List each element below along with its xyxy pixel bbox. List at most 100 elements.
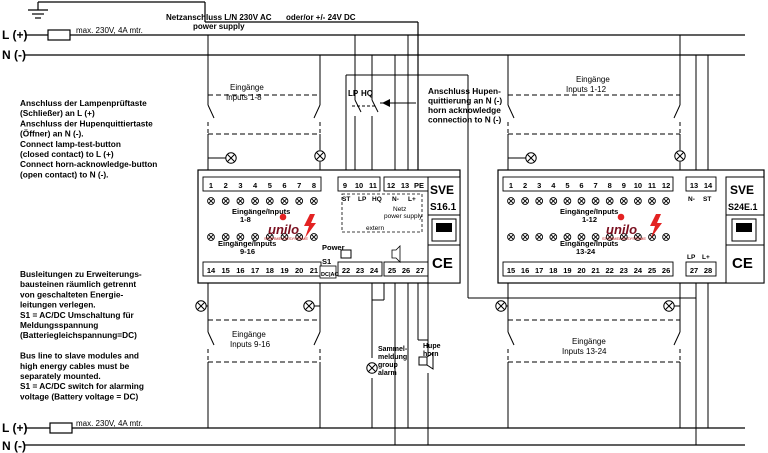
terminal-screw-icon	[507, 233, 515, 241]
note-line: (Öffner) an N (-).	[20, 129, 84, 139]
terminal-screw-icon	[521, 233, 529, 241]
field-label-range: Inputs 9-16	[230, 340, 271, 349]
terminal-screw-icon	[662, 233, 670, 241]
terminal-label: 19	[280, 266, 288, 275]
terminal-screw-icon	[549, 233, 558, 241]
terminal-screw-icon	[662, 197, 670, 205]
note-line: (open contact) to N (-).	[20, 169, 109, 179]
terminal-label: 21	[591, 266, 599, 275]
terminal-screw-icon	[648, 233, 656, 241]
power-supply-label: power supply	[384, 213, 423, 220]
terminal-label: 13	[401, 181, 409, 190]
terminal-label: 12	[662, 181, 670, 190]
note-line: Connect horn-acknowledge-button	[20, 159, 157, 169]
terminal-label: 16	[236, 266, 244, 275]
terminal-label: 18	[549, 266, 557, 275]
note-line: high energy cables must be	[20, 361, 130, 371]
terminal-label: 1	[209, 181, 213, 190]
terminal-label: 23	[356, 266, 364, 275]
terminal-label: 24	[370, 266, 379, 275]
note-line: leitungen verlegen.	[20, 300, 96, 310]
note-line: bausteinen räumlich getrennt	[20, 279, 136, 289]
lamp-icon	[195, 300, 207, 312]
note-line: S1 = AC/DC switch for alarming	[20, 381, 144, 391]
terminal-label: 23	[620, 266, 628, 275]
inputs-top-range: 1-12	[582, 215, 597, 224]
terminal-screw-icon	[295, 197, 304, 205]
ce-mark: CE	[432, 255, 453, 272]
terminal-label: 24	[634, 266, 643, 275]
inputs-bottom-label: Eingänge/Inputs	[560, 239, 618, 248]
terminal-label: 12	[387, 181, 395, 190]
terminal-label: 1	[509, 181, 513, 190]
field-right-top	[507, 35, 709, 177]
terminal-screw-icon	[207, 197, 215, 205]
lamp-icon	[314, 150, 326, 162]
field-label-range: Inputs 1-8	[226, 93, 262, 102]
alarm-lamp-line: Sammel-	[378, 346, 408, 353]
terminal-label: 11	[648, 181, 656, 190]
terminal-label: 15	[507, 266, 515, 275]
terminal-screw-icon	[236, 197, 245, 205]
terminal-label: 5	[268, 181, 272, 190]
hq-label: HQ	[361, 89, 373, 98]
model-label: S24E.1	[728, 202, 758, 212]
horn-icon	[418, 352, 434, 370]
note-line: von geschalteten Energie-	[20, 289, 124, 299]
terminal-screw-icon	[605, 197, 614, 205]
certificate-icon	[736, 223, 752, 232]
terminal-label: 4	[253, 181, 258, 190]
terminal-screw-icon	[648, 197, 656, 205]
terminal-label: 2	[523, 181, 527, 190]
note-line: (closed contact) to L (+)	[20, 149, 114, 159]
supply-or-label: oder/or +/- 24V DC	[286, 13, 356, 22]
model-label: S16.1	[430, 202, 457, 213]
logo-dot-icon	[617, 213, 625, 221]
terminal-screw-icon	[563, 197, 572, 205]
lp-terminal-label: LP	[687, 254, 696, 261]
terminal-label: 6	[282, 181, 286, 190]
note-line: Connect lamp-test-button	[20, 139, 121, 149]
lamp-icon	[225, 152, 237, 164]
supply-label: Netzanschluss L/N 230V AC	[166, 13, 272, 22]
field-left-top	[207, 35, 321, 177]
logo-sub: STÖRMELDESYSTEME	[602, 236, 646, 241]
rail-label-l-top: L (+)	[2, 28, 27, 42]
terminal-label: 7	[594, 181, 598, 190]
alarm-horn-line: horn	[423, 351, 439, 358]
lp-terminal-label: LP	[358, 196, 367, 203]
inputs-top-label: Eingänge/Inputs	[232, 207, 290, 216]
terminal-screw-icon	[619, 197, 628, 205]
field-label: Eingänge	[232, 330, 266, 339]
note-line: (Schließer) an L (+)	[20, 108, 95, 118]
ground-symbol	[28, 1, 419, 175]
terminal-label: 2	[224, 181, 228, 190]
note-line: Meldungsspannung	[20, 320, 98, 330]
lp-label: LP	[348, 89, 359, 98]
terminal-screw-icon	[280, 197, 289, 205]
certificate-icon	[436, 223, 452, 232]
fuse-label-bottom: max. 230V, 4A mtr.	[76, 419, 143, 428]
note-line: separately mounted.	[20, 371, 101, 381]
terminal-label: 27	[416, 266, 424, 275]
terminal-label: 8	[608, 181, 612, 190]
terminal-label: 22	[606, 266, 614, 275]
ce-mark: CE	[732, 255, 753, 272]
note-lamp-test: Anschluss der Lampenprüftaste(Schließer)…	[20, 98, 157, 179]
inputs-bottom-label: Eingänge/Inputs	[218, 239, 276, 248]
terminal-label: 4	[551, 181, 556, 190]
note-line: voltage (Battery voltage = DC)	[20, 391, 138, 401]
logo-sub: STÖRMELDESYSTEME	[264, 236, 308, 241]
terminal-label: 6	[579, 181, 583, 190]
st-label: ST	[342, 196, 350, 203]
inputs-top-range: 1-8	[240, 215, 251, 224]
terminal-label: 16	[521, 266, 529, 275]
lamp-icon	[495, 300, 507, 312]
terminal-screw-icon	[577, 197, 586, 205]
bus-wiring	[371, 75, 696, 445]
terminal-screw-icon	[549, 197, 558, 205]
lamp-icon	[674, 150, 686, 162]
terminal-label: 26	[662, 266, 670, 275]
